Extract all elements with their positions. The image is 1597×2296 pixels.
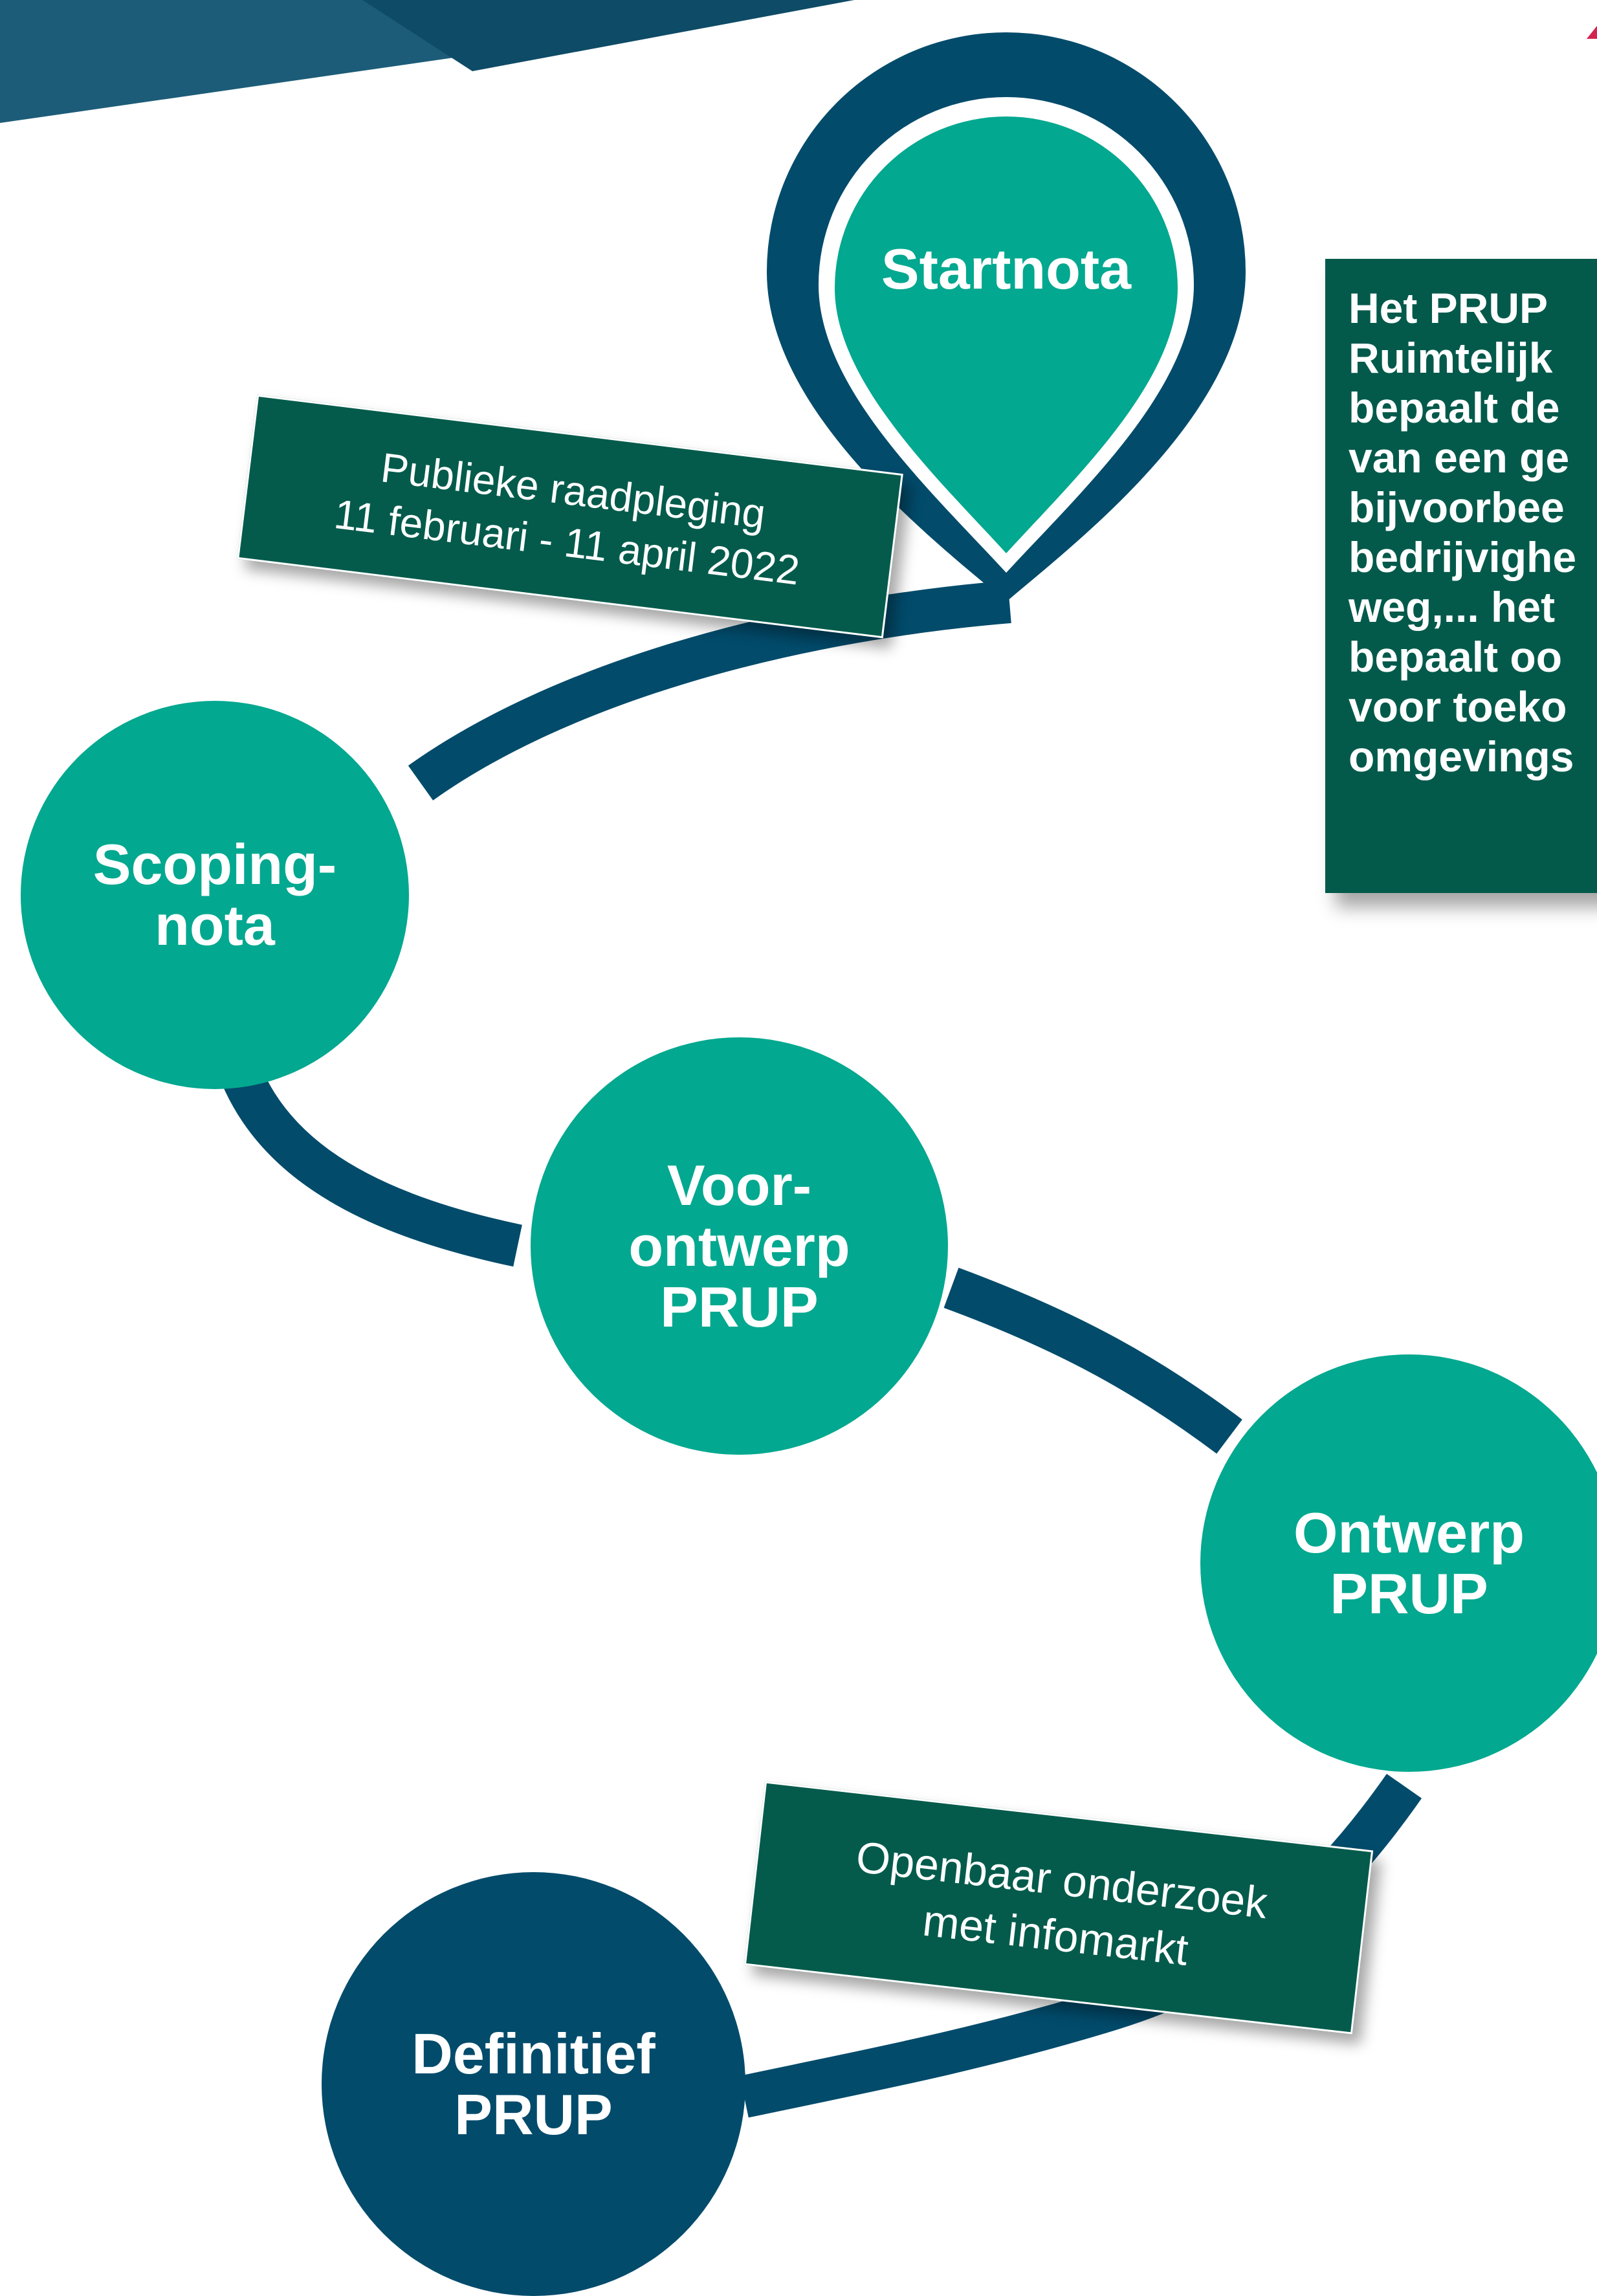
road-segment-voorontwerp-ontwerp: [943, 1268, 1242, 1454]
node-scoping-line2: nota: [155, 893, 275, 957]
process-path-graphic: [0, 0, 1422, 2118]
node-voorontwerp-line3: PRUP: [660, 1274, 819, 1339]
info-line: van een ge: [1349, 434, 1570, 481]
info-line: voor toeko: [1349, 683, 1567, 731]
node-voorontwerp-line1: Voor-: [666, 1153, 812, 1217]
node-ontwerp-line2: PRUP: [1330, 1561, 1488, 1626]
info-line: bedrijvighe: [1349, 533, 1577, 581]
node-scoping-line1: Scoping-: [93, 832, 337, 896]
road-segment-start-scoping: [408, 580, 1011, 800]
info-line: bepaalt de: [1349, 384, 1560, 432]
node-voorontwerp-line2: ontwerp: [628, 1213, 850, 1278]
header-band-shade: [362, 0, 854, 71]
prup-info-box: Het PRUP Ruimtelijk bepaalt de van een g…: [1325, 259, 1597, 893]
info-line: Het PRUP: [1349, 284, 1548, 332]
node-definitief-line1: Definitief: [412, 2021, 655, 2086]
info-line: Ruimtelijk: [1349, 334, 1553, 382]
info-line: bepaalt oo: [1349, 633, 1563, 681]
info-line: omgevings: [1349, 733, 1574, 780]
startnota-label: Startnota: [881, 237, 1132, 301]
info-line: bijvoorbee: [1349, 483, 1565, 531]
node-voorontwerp-prup: Voor- ontwerp PRUP: [531, 1037, 948, 1455]
info-line: weg,... het: [1349, 583, 1556, 631]
node-scoping-nota: Scoping- nota: [21, 701, 409, 1089]
pin-inner: [835, 116, 1178, 553]
node-ontwerp-line1: Ontwerp: [1294, 1500, 1525, 1565]
node-ontwerp-prup: Ontwerp PRUP: [1200, 1354, 1597, 1772]
node-definitief-prup: Definitief PRUP: [322, 1872, 745, 2296]
corner-accent-icon: [1587, 26, 1597, 39]
node-definitief-line2: PRUP: [454, 2082, 613, 2147]
